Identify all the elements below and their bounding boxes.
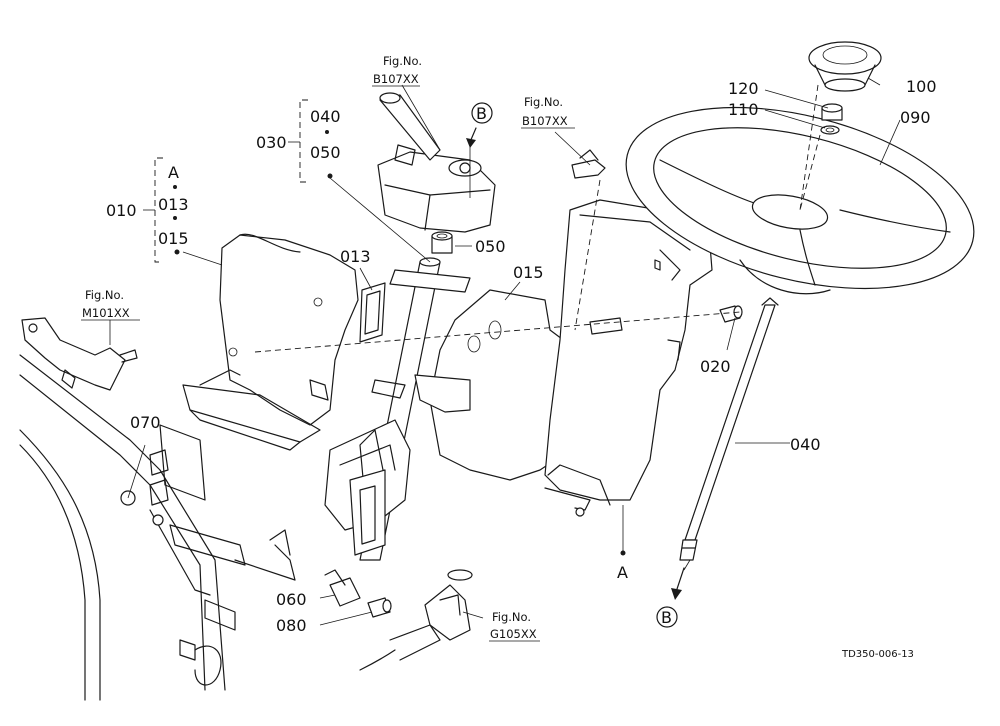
part-060: [324, 569, 361, 607]
label-070: 070: [130, 413, 161, 432]
figref-1-title: Fig.No.: [383, 54, 422, 68]
label-080: 080: [276, 616, 307, 635]
plate-013: [359, 282, 386, 343]
figref-4-title: Fig.No.: [492, 610, 531, 624]
rear-panel: [544, 199, 713, 517]
label-050-group: 050: [310, 143, 341, 162]
label-b-top: B: [476, 104, 487, 123]
figref-2-title: Fig.No.: [524, 95, 563, 109]
dashboard-frame: [19, 354, 296, 701]
figref-1-code: B107XX: [373, 72, 419, 86]
label-050: 050: [475, 237, 506, 256]
steering-shaft-040: [679, 297, 779, 561]
label-013: 013: [340, 247, 371, 266]
part-080: [367, 597, 392, 618]
label-a-point: A: [617, 563, 628, 582]
figure-references: Fig.No. B107XX Fig.No. B107XX Fig.No. M1…: [81, 54, 575, 642]
label-060: 060: [276, 590, 307, 609]
label-013-group: 013: [158, 195, 189, 214]
bushing-050: [431, 231, 453, 254]
label-010: 010: [106, 201, 137, 220]
figref-4-code: G105XX: [490, 627, 537, 641]
label-040: 040: [790, 435, 821, 454]
bolt-020: [719, 305, 743, 323]
small-part-b107: [571, 149, 606, 179]
drawing-code: TD350-006-13: [841, 649, 914, 660]
label-030: 030: [256, 133, 287, 152]
label-090: 090: [900, 108, 931, 127]
callout-labels: A 010 013 015 013 015 030 040 050 050 02…: [106, 77, 937, 635]
nut-120: [821, 103, 843, 121]
hub-cap-100: [808, 41, 882, 92]
reference-b-bottom: [656, 567, 685, 628]
washer-110: [820, 125, 840, 135]
universal-joint-g105: [359, 569, 473, 671]
label-110: 110: [728, 100, 759, 119]
steering-column: [324, 257, 471, 561]
label-040-group: 040: [310, 107, 341, 126]
assembly-centerlines: [254, 84, 821, 353]
group-braces: [143, 99, 626, 556]
label-100: 100: [906, 77, 937, 96]
cover-010: [182, 233, 359, 451]
label-015: 015: [513, 263, 544, 282]
figref-3-code: M101XX: [82, 306, 130, 320]
label-a-group: A: [168, 163, 179, 182]
combination-switch-030: [377, 92, 496, 233]
label-b-bottom: B: [661, 608, 672, 627]
label-020: 020: [700, 357, 731, 376]
leader-lines: [109, 77, 901, 626]
reference-b-top: [466, 102, 493, 148]
label-120: 120: [728, 79, 759, 98]
label-015-group: 015: [158, 229, 189, 248]
bracket-m101: [21, 317, 138, 391]
figref-3-title: Fig.No.: [85, 288, 124, 302]
steering-wheel-090: [625, 106, 975, 295]
figref-2-code: B107XX: [522, 114, 568, 128]
